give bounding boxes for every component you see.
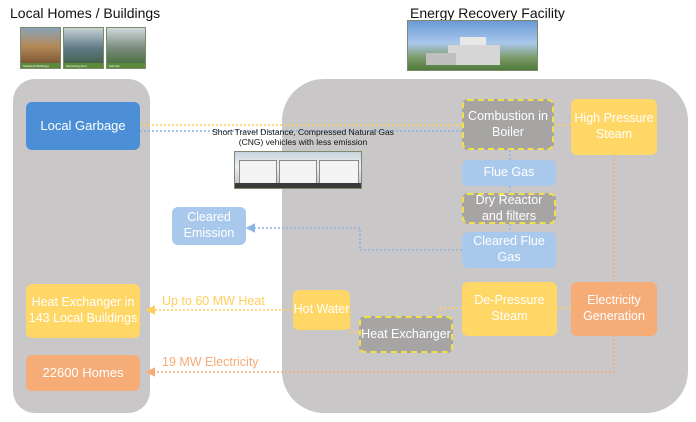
depressure-steam-box: De-Pressure Steam — [462, 282, 557, 336]
electricity-flow-line — [145, 335, 615, 377]
hot-water-box: Hot Water — [293, 290, 350, 330]
heat-exchanger-box: Heat Exchanger — [359, 316, 453, 353]
emission-flow-line — [245, 223, 462, 251]
flue-gas-box: Flue Gas — [462, 160, 556, 186]
title-energy-recovery: Energy Recovery Facility — [410, 5, 565, 21]
thumbnail-caption: Schools — [109, 64, 120, 68]
thumbnail-swimming-pool: Swimming Pool — [63, 27, 104, 69]
high-pressure-steam-box: High Pressure Steam — [571, 99, 657, 155]
transport-note: Short Travel Distance, Compressed Natura… — [212, 127, 394, 148]
exchanger-to-hotwater-line — [349, 310, 359, 333]
cleared-emission-box: Cleared Emission — [172, 207, 246, 245]
local-garbage-box: Local Garbage — [26, 102, 140, 150]
heat-flow-label: Up to 60 MW Heat — [162, 294, 265, 308]
cng-trucks-photo — [234, 151, 362, 189]
combustion-box: Combustion in Boiler — [462, 99, 554, 150]
heat-exchanger-buildings-box: Heat Exchanger in 143 Local Buildings — [26, 284, 140, 338]
homes-box: 22600 Homes — [26, 355, 140, 391]
dry-reactor-box: Dry Reactor and filters — [462, 193, 556, 224]
thumbnail-sheltered-buildings: Sheltered Buildings — [20, 27, 61, 69]
thumbnail-caption: Swimming Pool — [66, 64, 87, 68]
thumbnail-caption: Sheltered Buildings — [23, 64, 49, 68]
title-local-homes: Local Homes / Buildings — [10, 5, 161, 21]
cleared-flue-gas-box: Cleared Flue Gas — [462, 232, 556, 268]
thumbnail-schools: Schools — [106, 27, 146, 69]
electricity-generation-box: Electricity Generation — [571, 282, 657, 336]
facility-photo — [407, 20, 538, 71]
electricity-flow-label: 19 MW Electricity — [162, 355, 259, 369]
